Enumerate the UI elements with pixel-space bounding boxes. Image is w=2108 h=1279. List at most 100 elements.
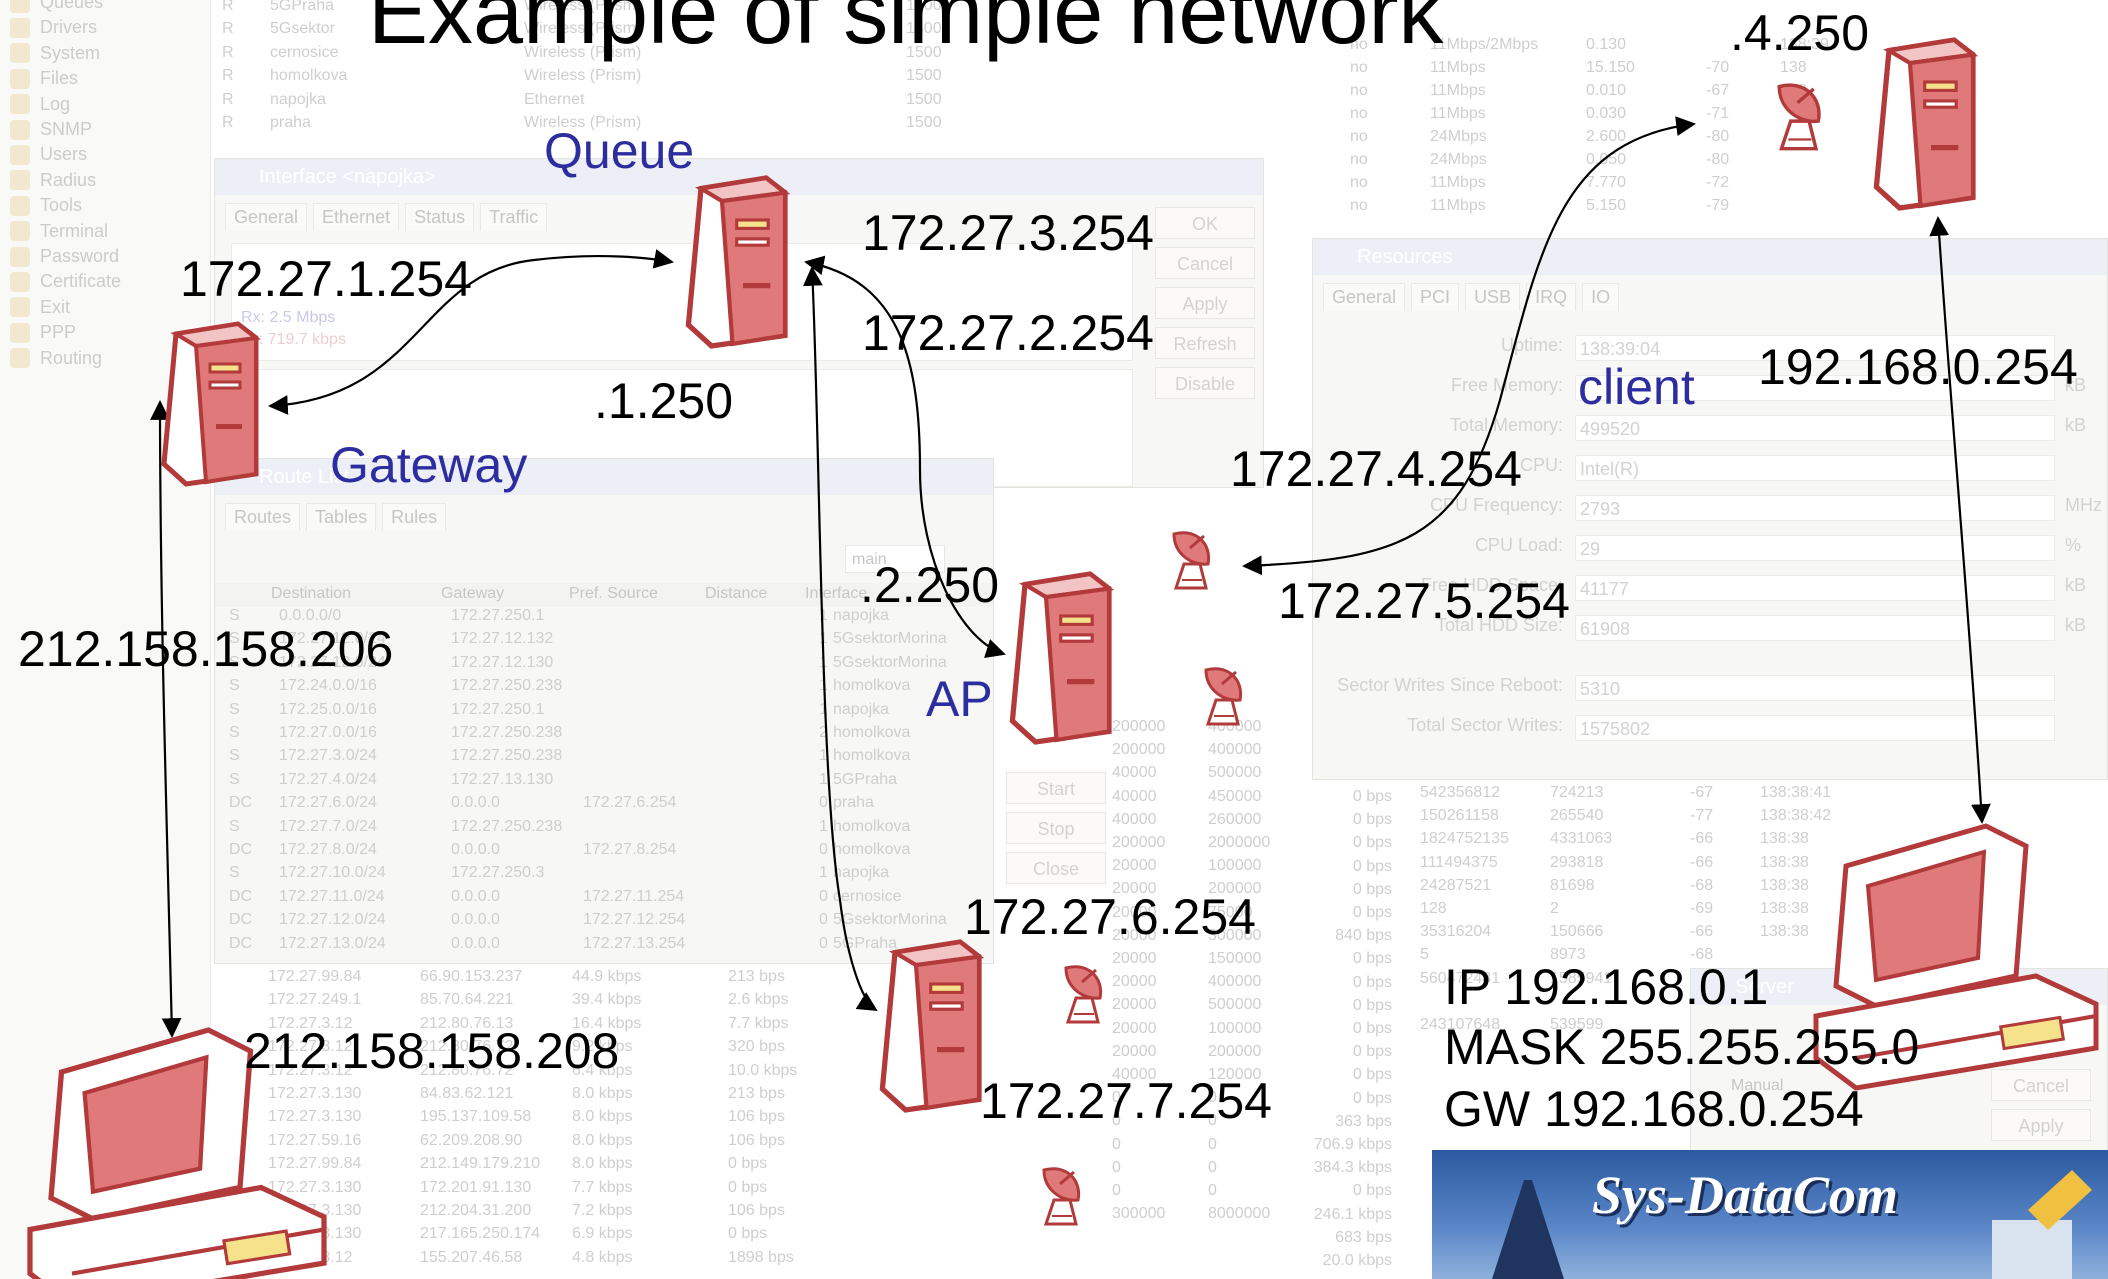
route-tab[interactable]: Tables	[306, 503, 377, 531]
interface-mtu: 1500	[906, 0, 942, 14]
link-client-lanpc	[1929, 216, 1991, 824]
server-button[interactable]: Cancel	[1991, 1069, 2091, 1101]
sidebar-item[interactable]: Tools	[10, 195, 82, 216]
route-tab[interactable]: Rules	[382, 503, 447, 531]
sidebar-item[interactable]: Radius	[10, 170, 96, 191]
torch-button[interactable]: Close	[1006, 852, 1106, 884]
sidebar-item-icon	[10, 119, 30, 140]
sidebar-item[interactable]: Users	[10, 144, 87, 165]
torch-button[interactable]: Start	[1006, 772, 1106, 804]
ap-antenna-2-icon	[1204, 667, 1243, 726]
route-cell: 172.27.4.0/24	[279, 770, 377, 788]
sidebar-item[interactable]: Certificate	[10, 271, 121, 292]
rate-cell: 0 bps	[1352, 1020, 1392, 1037]
sidebar-item[interactable]: Terminal	[10, 221, 108, 242]
interface-button[interactable]: Apply	[1155, 287, 1255, 319]
torch-button[interactable]: Stop	[1006, 812, 1106, 844]
sidebar-item[interactable]: Exit	[10, 297, 70, 318]
server-button[interactable]: Apply	[1991, 1109, 2091, 1141]
interface-tab[interactable]: Traffic	[480, 203, 548, 231]
route-tab[interactable]: Routes	[225, 503, 301, 531]
sidebar-item[interactable]: System	[10, 43, 100, 64]
sidebar-item-icon	[10, 17, 30, 38]
interface-button[interactable]: Refresh	[1155, 327, 1255, 359]
sidebar-item[interactable]: SNMP	[10, 119, 92, 140]
route-column-header[interactable]: Destination	[271, 585, 352, 602]
queue-max-limit: 400000	[1208, 973, 1262, 991]
interface-tab[interactable]: General	[225, 203, 308, 231]
sidebar-item[interactable]: PPP	[10, 322, 76, 343]
interface-button[interactable]: OK	[1155, 207, 1255, 239]
interface-name: praha	[270, 114, 311, 131]
route-column-header[interactable]: Gateway	[441, 585, 505, 602]
sidebar-item[interactable]: Drivers	[10, 17, 97, 38]
route-column-header[interactable]: Pref. Source	[569, 585, 658, 602]
sidebar-item[interactable]: Files	[10, 68, 78, 89]
interface-mtu: 1500	[906, 20, 942, 38]
sidebar-item[interactable]: Routing	[10, 348, 102, 369]
torch-cell: 0 bps	[728, 1155, 768, 1173]
interface-mtu: 1500	[906, 67, 942, 85]
interface-tab[interactable]: Status	[405, 203, 475, 231]
route-column-header[interactable]: Distance	[705, 585, 768, 602]
sidebar-item[interactable]: Log	[10, 94, 70, 115]
sidebar-item[interactable]: Password	[10, 246, 119, 267]
interface-button[interactable]: Cancel	[1155, 247, 1255, 279]
sidebar-item[interactable]: Queues	[10, 0, 103, 13]
registration-cell: 35316204	[1420, 923, 1492, 941]
interface-tab[interactable]: Ethernet	[313, 203, 400, 231]
